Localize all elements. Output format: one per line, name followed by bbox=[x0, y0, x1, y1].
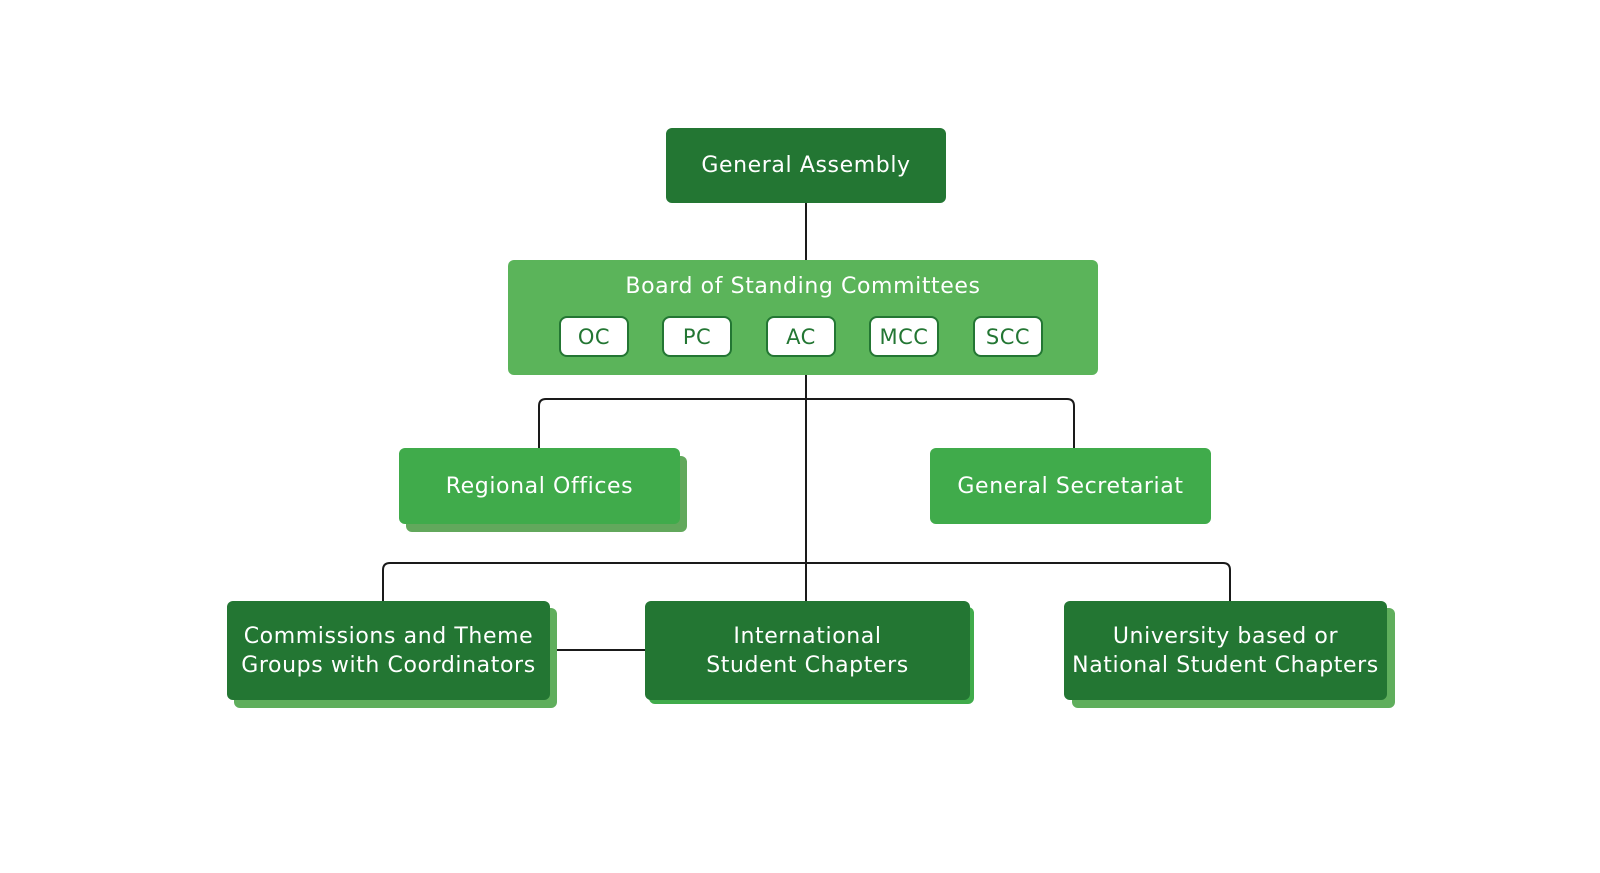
regional-offices-label: Regional Offices bbox=[445, 473, 634, 499]
university-chapters-label-line-1: University based or bbox=[1112, 623, 1339, 649]
commissions-box: Commissions and Theme Groups with Coordi… bbox=[227, 601, 550, 700]
regional-offices-box: Regional Offices bbox=[399, 448, 680, 524]
general-assembly-label: General Assembly bbox=[701, 153, 911, 178]
international-chapters-box: International Student Chapters bbox=[645, 601, 970, 700]
university-chapters-box: University based or National Student Cha… bbox=[1064, 601, 1387, 700]
general-secretariat-label: General Secretariat bbox=[957, 473, 1184, 499]
general-assembly-box: General Assembly bbox=[666, 128, 946, 203]
university-chapters-label-line-2: National Student Chapters bbox=[1072, 652, 1379, 678]
international-chapters-label-line-2: Student Chapters bbox=[706, 652, 909, 678]
commissions-label-line-1: Commissions and Theme bbox=[243, 623, 534, 649]
connector-offices-branch bbox=[538, 398, 1075, 448]
committee-scc: SCC bbox=[973, 316, 1043, 357]
general-secretariat-box: General Secretariat bbox=[930, 448, 1211, 524]
commissions-label-line-2: Groups with Coordinators bbox=[241, 652, 536, 678]
committee-oc: OC bbox=[559, 316, 629, 357]
committee-pc: PC bbox=[662, 316, 732, 357]
committee-mcc: MCC bbox=[869, 316, 939, 357]
board-of-standing-committees: Board of Standing Committees OC PC AC MC… bbox=[508, 260, 1098, 375]
international-chapters-label-line-1: International bbox=[733, 623, 882, 649]
committee-ac: AC bbox=[766, 316, 836, 357]
board-title: Board of Standing Committees bbox=[625, 274, 981, 299]
